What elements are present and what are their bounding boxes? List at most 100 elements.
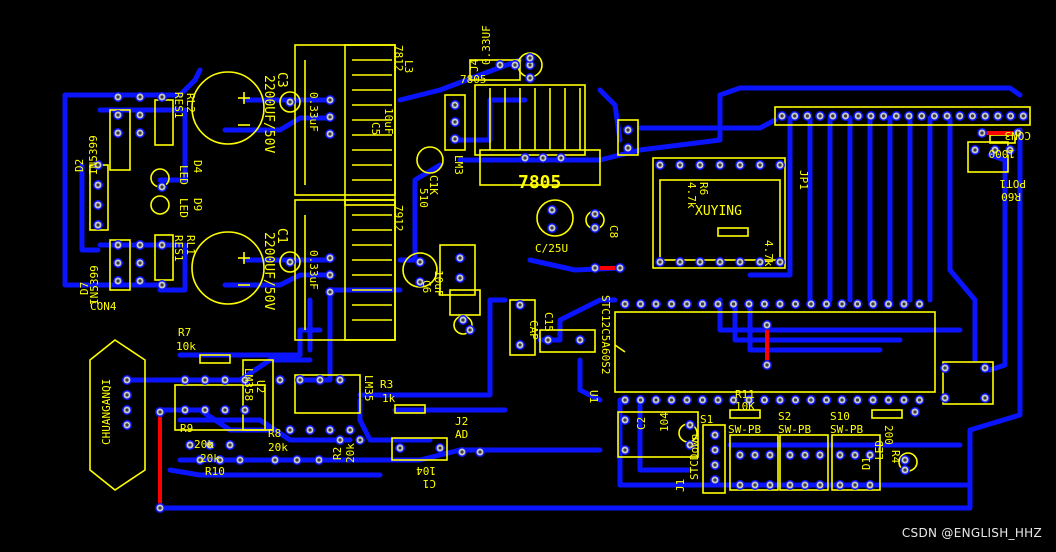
trace-bottom-long	[167, 467, 383, 478]
pad-drill-hole	[623, 302, 627, 306]
pad-drill-hole	[550, 226, 554, 230]
trace-mcu-bus-2	[732, 302, 903, 343]
pad-drill-hole	[318, 378, 322, 382]
mcu-notch	[614, 344, 626, 353]
pad-drill-hole	[793, 302, 798, 306]
label-swpb-3: SW-PB	[830, 423, 863, 436]
label-r8: R8	[268, 427, 281, 440]
pad-drill-hole	[623, 398, 627, 402]
cap-c5-outline	[416, 146, 444, 174]
label-chuanganqi: CHUANGANQI	[100, 379, 113, 445]
pad-drill-hole	[738, 483, 742, 487]
pad-drill-hole	[713, 463, 717, 467]
pad-drill-hole	[160, 185, 164, 189]
pad-drill-hole	[328, 428, 332, 432]
pad-drill-hole	[461, 318, 465, 322]
pad-drill-hole	[758, 260, 762, 264]
pad-drill-hole	[116, 243, 120, 247]
pad-drill-hole	[298, 378, 302, 382]
pad-drill-hole	[183, 408, 187, 412]
pad-drill-hole	[138, 243, 142, 247]
pad-drill-hole	[758, 163, 762, 167]
pad-drill-hole	[218, 458, 222, 462]
pad-drill-hole	[654, 302, 658, 306]
label-c3: C3	[274, 72, 289, 88]
pad-drill-hole	[295, 458, 299, 462]
pad-drill-hole	[116, 279, 120, 283]
pad-drill-hole	[223, 378, 227, 382]
pad-drill-hole	[713, 478, 717, 482]
pad-drill-hole	[788, 453, 792, 457]
pad-drill-hole	[753, 483, 757, 487]
pad-drill-hole	[762, 398, 767, 402]
pad-drill-hole	[843, 114, 848, 118]
pad-drill-hole	[943, 396, 947, 400]
trace-jp1-bus	[717, 85, 1023, 143]
cap-small-2	[279, 251, 301, 273]
pad-drill-hole	[398, 446, 402, 450]
pad-drill-hole	[738, 163, 742, 167]
trace-ground-loop	[157, 127, 1023, 511]
pad-drill-hole	[840, 302, 844, 306]
pad-drill-hole	[788, 483, 792, 487]
pad-drill-hole	[713, 433, 717, 437]
label-j4: J4	[468, 58, 481, 72]
pad-drill-hole	[468, 328, 472, 332]
pad-drill-hole	[718, 260, 722, 264]
label-d7: D7	[78, 282, 91, 295]
pad-drill-hole	[228, 443, 232, 447]
pad-drill-hole	[559, 156, 563, 160]
trace-v-9	[947, 115, 978, 363]
trace-top-rail	[92, 67, 203, 98]
label-c2-value: 104	[658, 412, 671, 432]
pad-drill-hole	[96, 223, 100, 227]
heatsink-7805	[474, 84, 586, 156]
res-body-2	[154, 234, 174, 281]
label-u1: U1	[587, 390, 600, 403]
pad-drill-hole	[753, 453, 757, 457]
cap-top-small	[279, 91, 301, 113]
pad-drill-hole	[1021, 114, 1025, 118]
pad-drill-hole	[138, 131, 142, 135]
trace-v-1	[747, 115, 793, 278]
pad-drill-hole	[838, 483, 842, 487]
pad-drill-hole	[523, 156, 527, 160]
label-c5: C5	[369, 122, 382, 135]
watermark-text: CSDN @ENGLISH_HHZ	[901, 526, 1042, 540]
label-s10: S10	[830, 410, 850, 423]
label-j1: J1	[674, 479, 687, 492]
pad-drill-hole	[716, 398, 720, 402]
pad-drill-hole	[886, 398, 891, 402]
res-r4	[871, 409, 903, 419]
lm358-outline	[174, 384, 266, 431]
res-r11	[729, 409, 761, 419]
pad-drill-hole	[188, 443, 192, 447]
pad-drill-hole	[288, 428, 292, 432]
pad-drill-hole	[593, 212, 597, 216]
label-r3: R3	[380, 378, 393, 391]
pad-drill-hole	[578, 338, 582, 342]
pad-drill-hole	[688, 423, 692, 427]
pad-drill-hole	[698, 260, 702, 264]
c2-box	[617, 411, 699, 458]
silkscreen-text: L3 7812 C3 2200UF/50V 0.33uF C5 10uF 0.3…	[73, 25, 1031, 492]
pad-drill-hole	[278, 378, 282, 382]
pad-drill-hole	[308, 428, 312, 432]
pads-layer	[93, 53, 1029, 513]
pad-drill-hole	[528, 76, 532, 80]
pad-drill-hole	[1008, 148, 1012, 152]
pad-drill-hole	[125, 408, 129, 412]
pad-drill-hole	[805, 114, 810, 118]
pad-drill-hole	[856, 114, 860, 118]
label-7805-large: 7805	[518, 172, 561, 193]
label-j2: J2	[455, 415, 468, 428]
trace-crystal	[577, 357, 603, 403]
pad-drill-hole	[160, 95, 164, 99]
pad-drill-hole	[518, 343, 522, 347]
pad-drill-hole	[243, 378, 247, 382]
pad-drill-hole	[818, 483, 822, 487]
label-c6: C6	[420, 280, 433, 293]
pad-drill-hole	[868, 453, 872, 457]
pad-drill-hole	[528, 56, 532, 60]
label-r4: R4	[889, 450, 902, 464]
